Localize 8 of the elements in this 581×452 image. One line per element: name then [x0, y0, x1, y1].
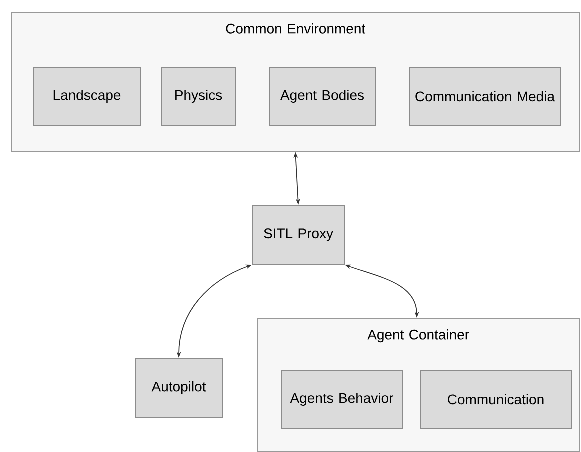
process-box: Agent Bodies: [269, 67, 376, 126]
process-box: Landscape: [33, 67, 141, 126]
process-box: SITL Proxy: [252, 205, 345, 265]
process-box: Communication: [420, 370, 572, 429]
process-box: Physics: [161, 67, 236, 126]
process-box: Communication Media: [409, 67, 561, 126]
process-box: Agents Behavior: [281, 370, 403, 429]
process-box: Autopilot: [135, 358, 223, 418]
